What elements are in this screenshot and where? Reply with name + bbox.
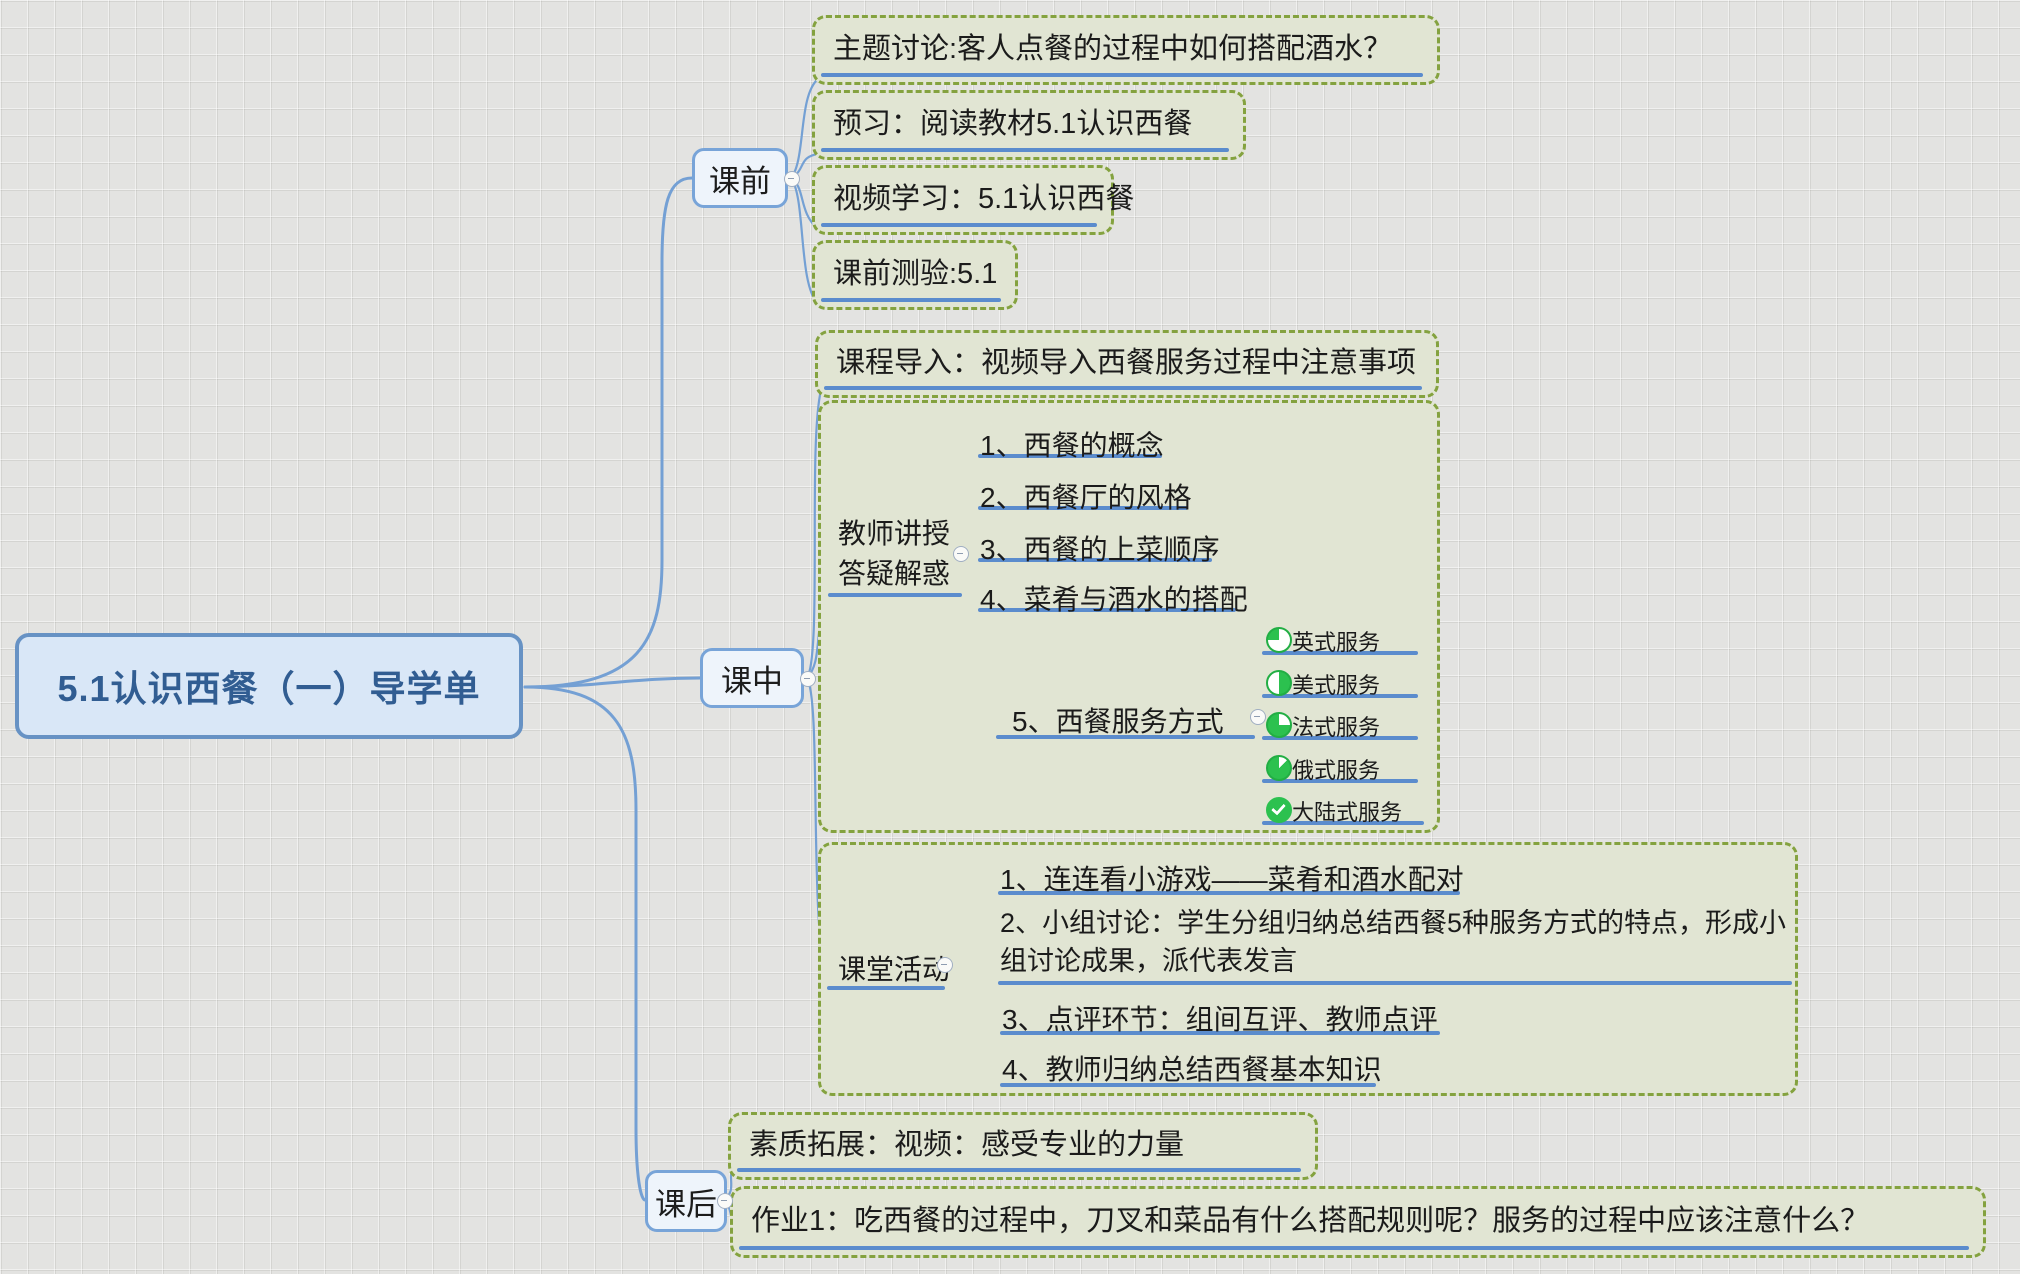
- collapse-toggle-mid[interactable]: [800, 671, 816, 687]
- node-underline: [821, 73, 1423, 77]
- node-underline: [739, 1246, 1969, 1250]
- topic-pre-quiz[interactable]: 课前测验:5.1: [812, 240, 1018, 310]
- node-underline: [821, 223, 1097, 227]
- service-russian[interactable]: 俄式服务: [1292, 758, 1381, 783]
- topic-preview[interactable]: 预习：阅读教材5.1认识西餐: [812, 90, 1246, 160]
- collapse-toggle-class-activity[interactable]: [937, 957, 953, 973]
- node-underline: [1262, 694, 1418, 698]
- service-american[interactable]: 美式服务: [1292, 673, 1381, 698]
- topic-course-intro-label: 课程导入：视频导入西餐服务过程中注意事项: [836, 347, 1417, 379]
- node-underline: [1262, 821, 1424, 825]
- node-underline: [824, 386, 1422, 390]
- topic-discussion[interactable]: 主题讨论:客人点餐的过程中如何搭配酒水？: [812, 15, 1440, 85]
- branch-after-class-label: 课后: [655, 1186, 717, 1222]
- node-underline: [978, 608, 1236, 612]
- node-underline: [828, 593, 962, 597]
- branch-in-class[interactable]: 课中: [700, 648, 804, 708]
- topic-pre-quiz-label: 课前测验:5.1: [833, 258, 998, 290]
- lecture-item-2[interactable]: 2、西餐厅的风格: [980, 482, 1192, 513]
- service-english[interactable]: 英式服务: [1292, 630, 1381, 655]
- node-underline: [978, 558, 1212, 562]
- task-progress-done-icon: [1266, 797, 1292, 823]
- collapse-toggle-teacher-lecture[interactable]: [953, 546, 969, 562]
- task-progress-quarter-icon: [1266, 627, 1292, 653]
- topic-discussion-label: 主题讨论:客人点餐的过程中如何搭配酒水？: [833, 33, 1393, 65]
- topic-quality-extension-label: 素质拓展：视频：感受专业的力量: [749, 1129, 1185, 1161]
- activity-item-1[interactable]: 1、连连看小游戏——菜肴和酒水配对: [1000, 864, 1464, 895]
- lecture-item-5[interactable]: 5、西餐服务方式: [1012, 706, 1224, 737]
- node-underline: [821, 148, 1229, 152]
- lecture-item-4[interactable]: 4、菜肴与酒水的搭配: [980, 584, 1248, 615]
- service-french[interactable]: 法式服务: [1292, 715, 1381, 740]
- task-progress-three-quarter-icon: [1266, 712, 1292, 738]
- activity-item-2[interactable]: 2、小组讨论：学生分组归纳总结西餐5种服务方式的特点，形成小组讨论成果，派代表发…: [1000, 908, 1787, 976]
- class-activity-label[interactable]: 课堂活动: [838, 954, 951, 985]
- node-underline: [827, 986, 945, 990]
- branch-pre-class[interactable]: 课前: [692, 148, 788, 208]
- node-underline: [978, 506, 1188, 510]
- activity-item-4[interactable]: 4、教师归纳总结西餐基本知识: [1002, 1054, 1382, 1085]
- lecture-item-3[interactable]: 3、西餐的上菜顺序: [980, 534, 1220, 565]
- task-progress-seven-eighth-icon: [1266, 755, 1292, 781]
- branch-in-class-label: 课中: [721, 663, 783, 699]
- topic-course-intro[interactable]: 课程导入：视频导入西餐服务过程中注意事项: [815, 330, 1439, 398]
- node-underline: [996, 735, 1255, 739]
- group-class-activity[interactable]: [818, 842, 1798, 1096]
- root-topic[interactable]: 5.1认识西餐（一）导学单: [15, 633, 523, 739]
- node-underline: [1262, 779, 1418, 783]
- topic-homework-1-label: 作业1：吃西餐的过程中，刀叉和菜品有什么搭配规则呢？服务的过程中应该注意什么？: [751, 1205, 1870, 1237]
- node-underline: [1000, 1031, 1440, 1035]
- node-underline: [998, 981, 1792, 985]
- activity-item-3[interactable]: 3、点评环节：组间互评、教师点评: [1002, 1004, 1438, 1035]
- topic-video-study[interactable]: 视频学习：5.1认识西餐: [812, 165, 1135, 235]
- node-underline: [821, 298, 1001, 302]
- collapse-toggle-service-types[interactable]: [1250, 709, 1266, 725]
- node-underline: [737, 1168, 1301, 1172]
- topic-preview-label: 预习：阅读教材5.1认识西餐: [833, 108, 1193, 140]
- collapse-toggle-pre[interactable]: [784, 171, 800, 187]
- node-underline: [1000, 1083, 1376, 1087]
- node-underline: [978, 454, 1162, 458]
- teacher-lecture-label-line1[interactable]: 教师讲授: [838, 518, 951, 549]
- node-underline: [1262, 651, 1418, 655]
- topic-quality-extension[interactable]: 素质拓展：视频：感受专业的力量: [728, 1112, 1318, 1180]
- root-topic-label: 5.1认识西餐（一）导学单: [57, 668, 481, 709]
- collapse-toggle-post[interactable]: [717, 1193, 733, 1209]
- topic-homework-1[interactable]: 作业1：吃西餐的过程中，刀叉和菜品有什么搭配规则呢？服务的过程中应该注意什么？: [730, 1186, 1986, 1258]
- node-underline: [998, 891, 1460, 895]
- node-underline: [1262, 736, 1418, 740]
- lecture-item-1[interactable]: 1、西餐的概念: [980, 430, 1164, 461]
- branch-pre-class-label: 课前: [709, 163, 771, 199]
- branch-after-class[interactable]: 课后: [645, 1170, 727, 1232]
- teacher-lecture-label-line2[interactable]: 答疑解惑: [838, 558, 951, 589]
- task-progress-half-icon: [1266, 670, 1292, 696]
- topic-video-study-label: 视频学习：5.1认识西餐: [833, 183, 1135, 215]
- group-teacher-lecture[interactable]: [818, 400, 1440, 833]
- service-continental[interactable]: 大陆式服务: [1292, 800, 1403, 825]
